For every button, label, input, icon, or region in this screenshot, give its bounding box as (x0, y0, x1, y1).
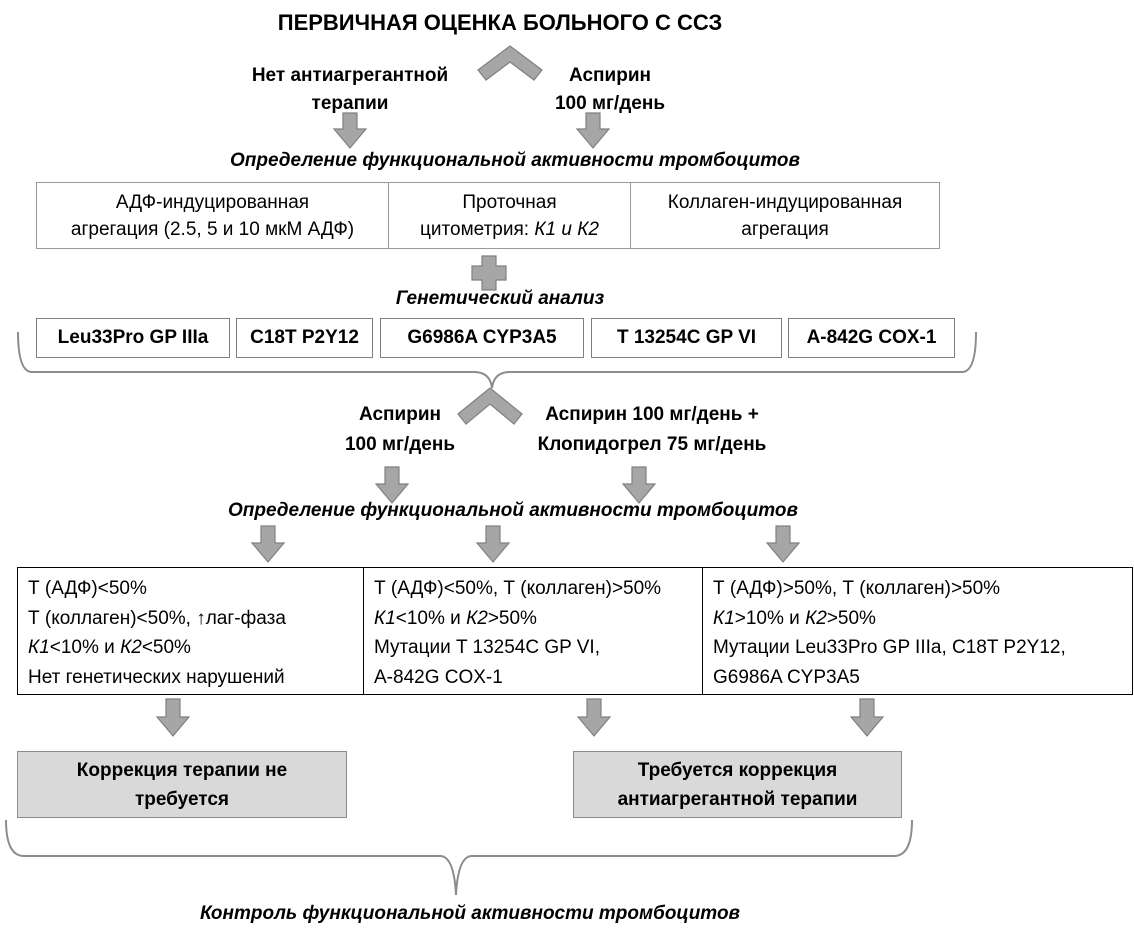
branch-chevron-top (477, 45, 543, 81)
gene-a842g: A-842G COX-1 (788, 318, 955, 358)
platelet-activity-step-2: Определение функциональной активности тр… (228, 500, 798, 521)
gene-g6986a: G6986A CYP3A5 (380, 318, 584, 358)
down-arrow-icon (621, 466, 657, 504)
platelet-activity-step-1: Определение функциональной активности тр… (230, 150, 800, 171)
down-arrow-icon (575, 112, 611, 149)
down-arrow-icon (250, 525, 286, 563)
down-arrow-icon (475, 525, 511, 563)
down-arrow-icon (849, 698, 885, 737)
result-column-3: Т (АДФ)>50%, Т (коллаген)>50% К1>10% и К… (702, 567, 1133, 695)
result-column-1: Т (АДФ)<50% Т (коллаген)<50%, ↑лаг-фаза … (17, 567, 364, 695)
genetic-analysis-label: Генетический анализ (395, 288, 605, 309)
down-arrow-icon (332, 112, 368, 149)
outcomes-brace (5, 819, 913, 896)
gene-t13254c: T 13254C GP VI (591, 318, 782, 358)
down-arrow-icon (374, 466, 410, 504)
plus-icon (471, 255, 507, 291)
diagram-title: ПЕРВИЧНАЯ ОЦЕНКА БОЛЬНОГО С ССЗ (277, 10, 723, 35)
gene-c18t: C18T P2Y12 (236, 318, 373, 358)
genes-brace (17, 331, 977, 389)
branch-chevron-mid (457, 387, 523, 425)
down-arrow-icon (765, 525, 801, 563)
result-column-2: Т (АДФ)<50%, Т (коллаген)>50% К1<10% и К… (363, 567, 703, 695)
gene-leu33pro: Leu33Pro GP IIIa (36, 318, 230, 358)
down-arrow-icon (576, 698, 612, 737)
aspirin-clopidogrel-label: Аспирин 100 мг/день +Клопидогрел 75 мг/д… (537, 404, 767, 455)
down-arrow-icon (155, 698, 191, 737)
flow-cytometry-cell: Проточная цитометрия: К1 и К2 (389, 183, 631, 248)
footer-monitoring-label: Контроль функциональной активности тромб… (199, 903, 741, 924)
